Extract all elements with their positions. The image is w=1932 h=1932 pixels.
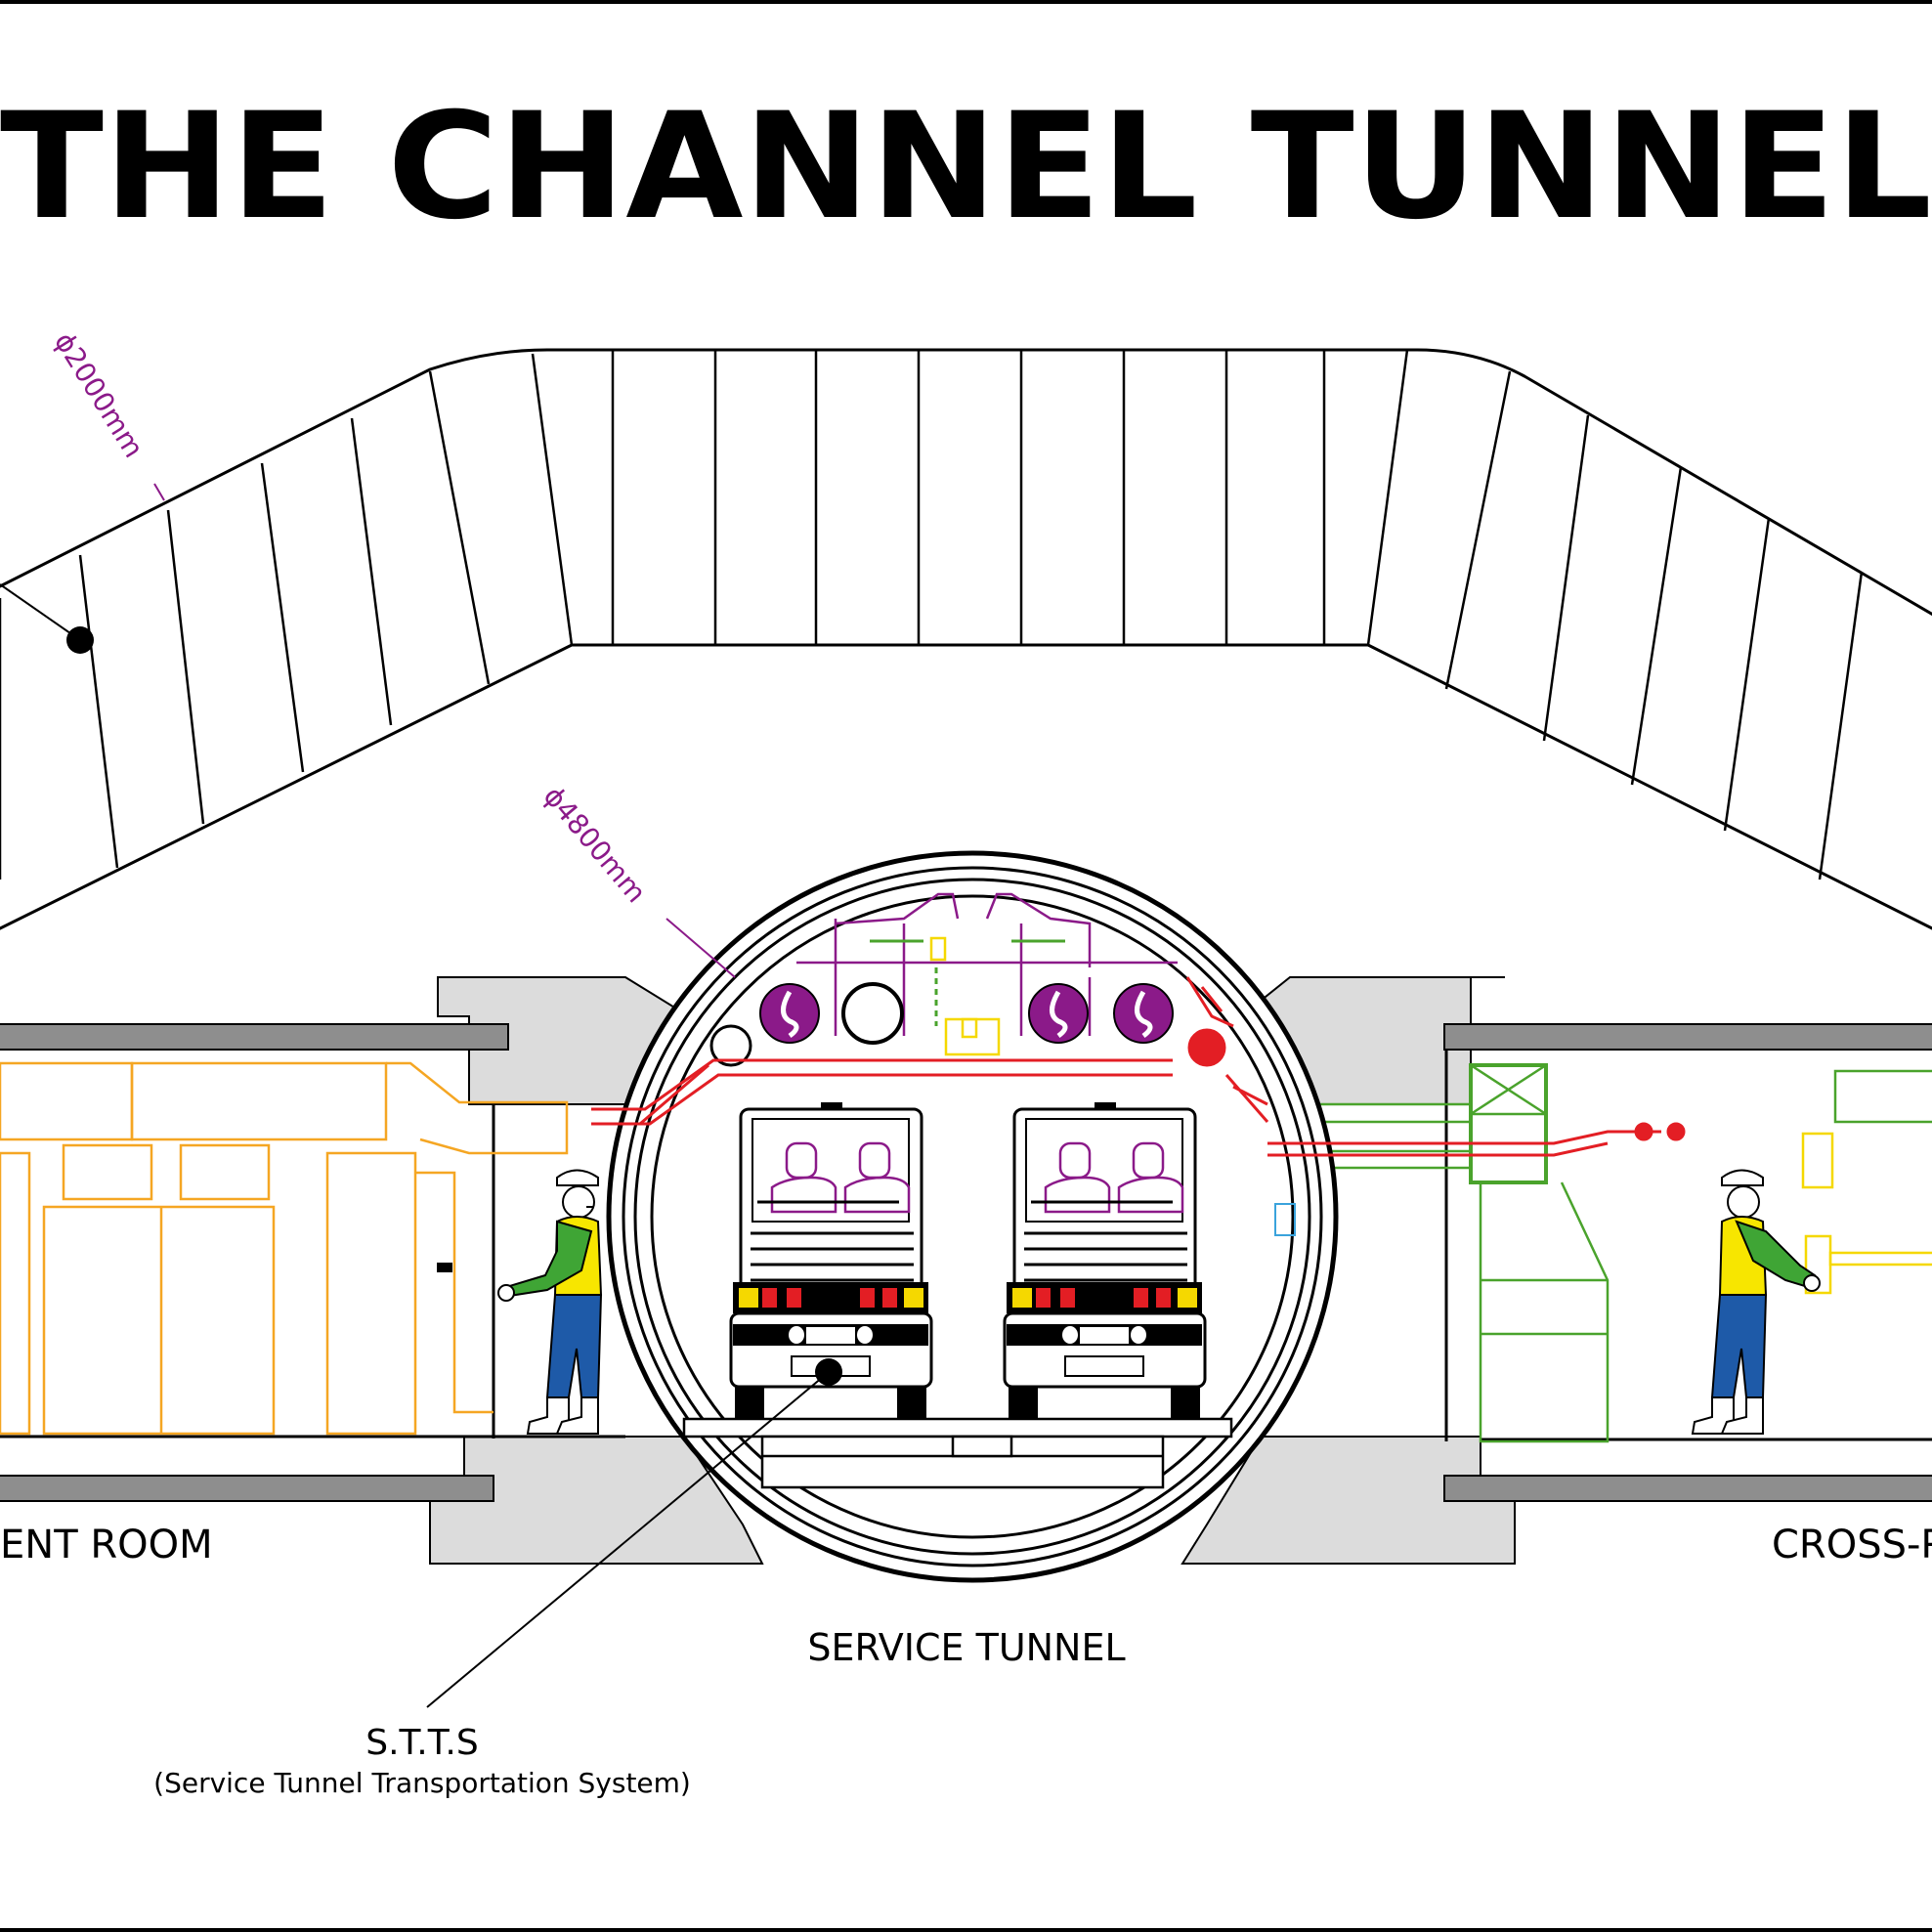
equipment-room-label: ENT ROOM (0, 1523, 213, 1567)
yellow-junction (929, 936, 1001, 1056)
hard-hat-icon (1721, 1169, 1764, 1186)
arch-segment-line (531, 353, 574, 646)
control-panels (1801, 1132, 1932, 1295)
arch-segment-line (1366, 349, 1409, 646)
dimension-outer-label: ϕ2000mm (48, 326, 150, 463)
right-ceiling-slab (1443, 1023, 1932, 1051)
left-ceiling-slab (0, 1023, 509, 1051)
arch-segment-line (166, 509, 205, 825)
stts-label: S.T.T.S (365, 1723, 478, 1763)
dimension-marker-dot (66, 626, 94, 654)
arch-segment-lines (0, 349, 1864, 880)
tunnel-upper-services (591, 892, 1686, 1236)
wall-sensor (1274, 1203, 1296, 1236)
worker-left (497, 1169, 603, 1435)
stts-leader (426, 1358, 842, 1708)
arch-segment-line (428, 370, 491, 685)
red-pipes (591, 976, 1686, 1157)
arch-segment-line (1444, 370, 1512, 690)
ventilation-ducts (1267, 1063, 1932, 1443)
left-floor-slab (0, 1475, 494, 1502)
arch-segment-line (260, 462, 305, 773)
left-upper-collar (437, 976, 690, 1105)
right-lower-collar (1181, 1436, 1516, 1565)
cross-passage-label: CROSS-P (1772, 1523, 1932, 1567)
stts-full-name-label: (Service Tunnel Transportation System) (153, 1767, 691, 1799)
service-tunnel-label: SERVICE TUNNEL (807, 1626, 1125, 1669)
dimension-tunnel-label: ϕ4800mm (537, 780, 653, 909)
right-floor-slab (1443, 1475, 1932, 1502)
arch-segment-line (1723, 517, 1771, 832)
track-bed (682, 1417, 1233, 1489)
cross-passage-room (1267, 1051, 1932, 1443)
arch-segment-line (78, 554, 119, 869)
green-cable-trays (870, 939, 1065, 1026)
stts-vehicle-left (729, 1102, 933, 1418)
room-slabs (0, 1023, 1932, 1502)
arch-segment-line (350, 417, 393, 726)
worker-right (1691, 1169, 1821, 1435)
arch-segment-line (1630, 466, 1683, 786)
arch-segment-line (1818, 571, 1864, 880)
fan-units (709, 982, 1174, 1067)
hard-hat-icon (556, 1169, 599, 1186)
dimension-tunnel: ϕ4800mm (537, 780, 736, 978)
arch-segment-line (1542, 414, 1590, 742)
page-title: THE CHANNEL TUNNEL (0, 82, 1932, 252)
equipment-room (0, 1061, 625, 1438)
dimension-outer: ϕ2000mm (0, 326, 165, 654)
stts-vehicle-right (1003, 1102, 1207, 1418)
room-door-handle (437, 1263, 452, 1272)
cross-passage-arch (0, 348, 1932, 930)
equipment-cabinets (0, 1061, 569, 1436)
